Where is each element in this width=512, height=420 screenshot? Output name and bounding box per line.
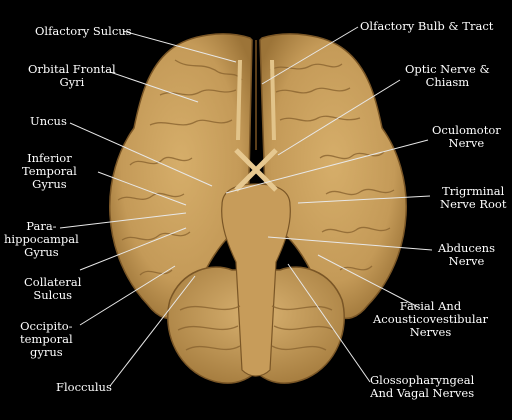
label-text: Gyrus <box>24 245 59 259</box>
optic-chiasm <box>234 148 278 192</box>
label-trigeminal-nerve-root: Trigrminal Nerve Root <box>440 185 506 211</box>
label-text: Nerve <box>448 136 485 150</box>
label-text: gyrus <box>29 345 63 359</box>
label-flocculus: Flocculus <box>56 381 112 394</box>
label-text: Temporal <box>22 164 77 178</box>
label-text: Optic Nerve & <box>405 62 490 76</box>
label-text: Collateral <box>24 275 82 289</box>
brain-specimen <box>109 33 407 384</box>
label-text: Nerve Root <box>440 197 507 211</box>
label-text: Occipito- <box>20 319 73 333</box>
label-text: Olfactory Bulb & Tract <box>360 19 494 33</box>
label-text: And Vagal Nerves <box>370 386 475 400</box>
label-glossopharyngeal-vagal: Glossopharyngeal And Vagal Nerves <box>370 374 474 400</box>
label-inferior-temporal-gyrus: Inferior Temporal Gyrus <box>22 152 77 191</box>
label-olfactory-bulb-tract: Olfactory Bulb & Tract <box>360 20 493 33</box>
label-occipitotemporal-gyrus: Occipito- temporal gyrus <box>20 320 73 359</box>
label-text: Orbital Frontal <box>28 62 116 76</box>
label-text: Oculomotor <box>432 123 501 137</box>
label-text: Nerve <box>448 254 485 268</box>
label-parahippocampal-gyrus: Para- hippocampal Gyrus <box>4 220 79 259</box>
label-uncus: Uncus <box>30 115 67 128</box>
label-text: Flocculus <box>56 380 112 394</box>
label-text: Glossopharyngeal <box>370 373 475 387</box>
label-text: Gyri <box>59 75 85 89</box>
label-optic-nerve-chiasm: Optic Nerve & Chiasm <box>405 63 490 89</box>
label-text: hippocampal <box>4 232 79 246</box>
label-text: Acousticovestibular <box>373 312 488 326</box>
label-text: Gyrus <box>32 177 67 191</box>
label-facial-acousticovestibular: Facial And Acousticovestibular Nerves <box>373 300 488 339</box>
brainstem <box>221 183 291 377</box>
label-text: Sulcus <box>33 288 73 302</box>
label-orbital-frontal-gyri: Orbital Frontal Gyri <box>28 63 116 89</box>
label-text: Uncus <box>30 114 67 128</box>
label-collateral-sulcus: Collateral Sulcus <box>24 276 81 302</box>
label-text: Chiasm <box>425 75 470 89</box>
label-abducens-nerve: Abducens Nerve <box>438 242 495 268</box>
label-text: temporal <box>20 332 73 346</box>
label-text: Para- <box>26 219 57 233</box>
olfactory-tract-right <box>270 59 276 141</box>
label-text: Olfactory Sulcus <box>35 24 132 38</box>
label-text: Inferior <box>27 151 72 165</box>
label-oculomotor-nerve: Oculomotor Nerve <box>432 124 501 150</box>
gyri-texture <box>117 59 395 351</box>
label-olfactory-sulcus: Olfactory Sulcus <box>35 25 132 38</box>
leader-lines <box>59 26 433 387</box>
label-text: Trigrminal <box>442 184 505 198</box>
olfactory-tract-left <box>236 59 242 141</box>
label-text: Facial And <box>399 299 462 313</box>
label-text: Nerves <box>409 325 452 339</box>
label-text: Abducens <box>438 241 495 255</box>
left-hemisphere <box>109 33 253 320</box>
